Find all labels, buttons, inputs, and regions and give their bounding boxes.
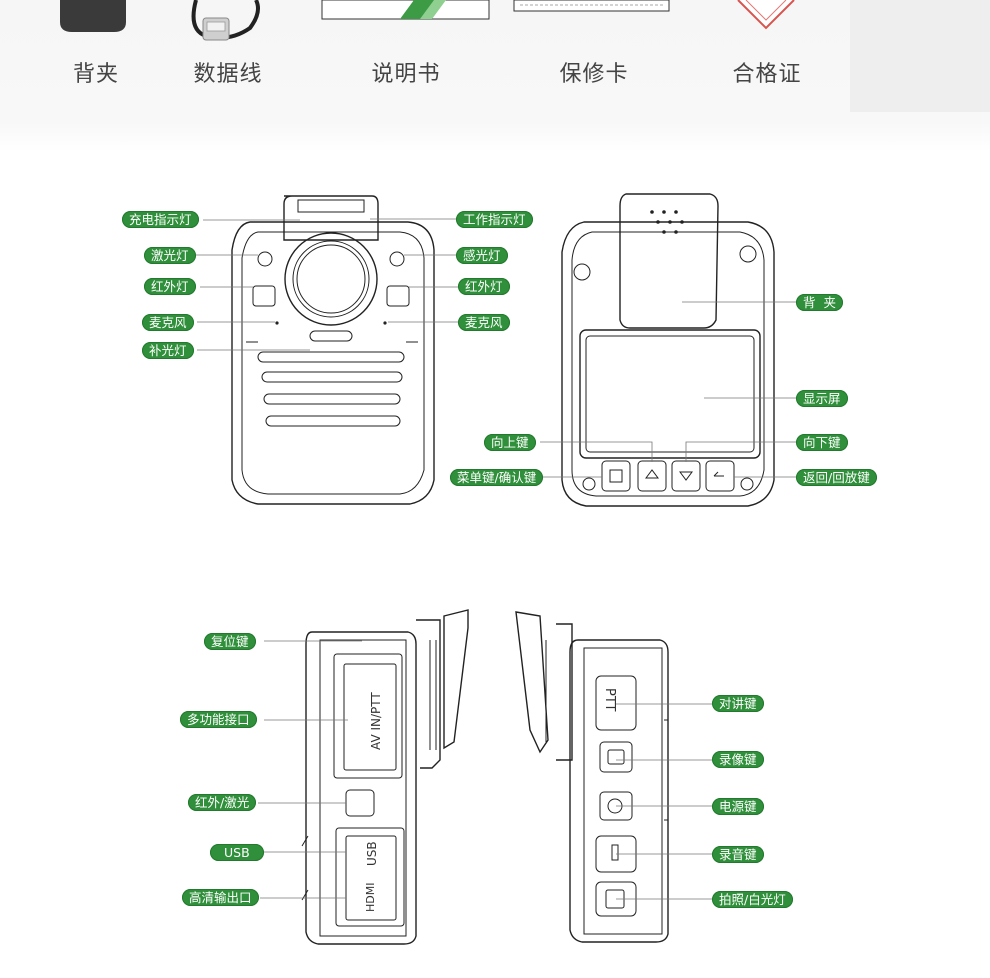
callout-ptt-key: 对讲键: [712, 695, 764, 712]
callout-fill-light: 补光灯: [142, 342, 194, 359]
callout-power-key: 电源键: [712, 798, 764, 815]
left-side-leaders: [258, 640, 362, 899]
av-port-label: AV IN/PTT: [369, 692, 383, 750]
certificate-image: [737, 0, 795, 30]
left-side-view: [301, 609, 469, 945]
acc-label-certificate: 合格证: [732, 62, 802, 87]
callout-record-audio-key: 录音键: [712, 846, 764, 863]
callout-infrared-laser: 红外/激光: [188, 794, 257, 811]
callout-hdmi-out: 高清输出口: [182, 889, 259, 906]
acc-label-warranty-card: 保修卡: [559, 62, 629, 87]
callout-infrared-right: 红外灯: [458, 278, 510, 295]
callout-usb: USB: [210, 844, 264, 861]
acc-label-data-cable: 数据线: [193, 62, 263, 87]
callout-mic-right: 麦克风: [458, 314, 510, 331]
callout-back-playback-key: 返回/回放键: [796, 469, 877, 486]
callout-mic-left: 麦克风: [142, 314, 194, 331]
callout-down-key: 向下键: [796, 434, 848, 451]
callout-back-clip: 背 夹: [796, 294, 843, 311]
acc-label-manual: 说明书: [371, 62, 441, 87]
back-leaders: [538, 301, 796, 478]
callout-menu-confirm-key: 菜单键/确认键: [450, 469, 544, 486]
callout-multi-interface: 多功能接口: [180, 711, 257, 728]
front-view: [231, 195, 435, 505]
callout-light-sensor: 感光灯: [456, 247, 508, 264]
manual-image: [321, 0, 490, 20]
usb-port-label: USB: [365, 841, 379, 866]
callout-work-indicator: 工作指示灯: [456, 211, 533, 228]
back-view: [561, 193, 775, 507]
front-leaders: [195, 218, 458, 351]
right-side-view: [515, 611, 669, 943]
right-side-leaders: [616, 703, 712, 900]
accessory-strip: [0, 0, 990, 152]
callout-photo-white-light: 拍照/白光灯: [712, 891, 793, 908]
back-clip-image: [60, 0, 126, 32]
hdmi-port-label: HDMI: [364, 883, 377, 912]
callout-up-key: 向上键: [484, 434, 536, 451]
callout-display-screen: 显示屏: [796, 390, 848, 407]
acc-label-back-clip: 背夹: [72, 62, 119, 87]
data-cable-image: [191, 0, 260, 41]
ptt-button-label: PTT: [602, 688, 617, 712]
callout-record-video-key: 录像键: [712, 751, 764, 768]
strip-shade: [850, 0, 990, 112]
warranty-card-image: [513, 0, 670, 12]
callout-laser-light: 激光灯: [144, 247, 196, 264]
callout-charge-indicator: 充电指示灯: [122, 211, 199, 228]
callout-infrared-left: 红外灯: [144, 278, 196, 295]
callout-reset-key: 复位键: [204, 633, 256, 650]
